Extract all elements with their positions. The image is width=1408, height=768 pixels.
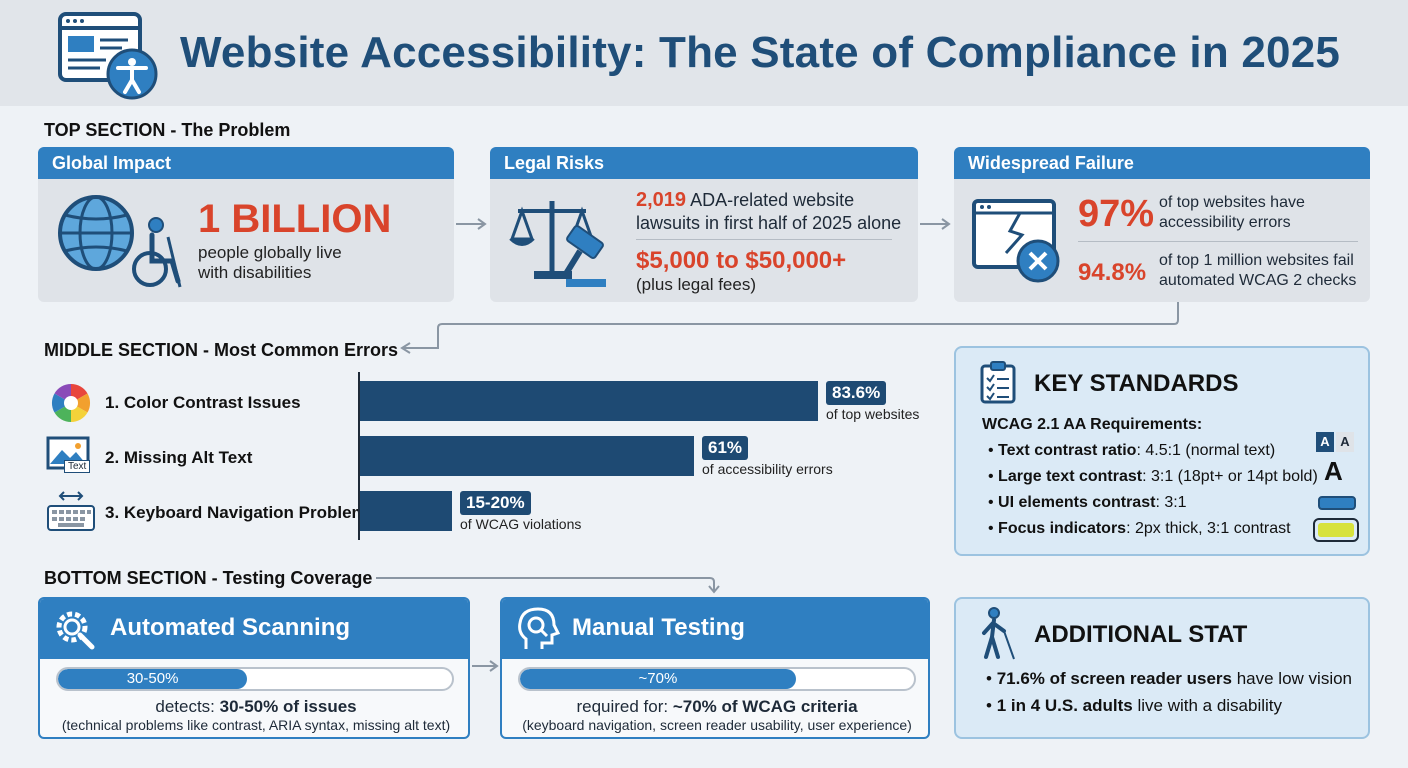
page-title: Website Accessibility: The State of Comp…	[180, 28, 1341, 77]
divider	[636, 239, 892, 240]
bottom-section-label: BOTTOM SECTION - Testing Coverage	[44, 568, 373, 588]
image-alt-text-icon: Text	[46, 436, 94, 476]
middle-section-label: MIDDLE SECTION - Most Common Errors	[44, 340, 399, 360]
connector-arrow	[376, 577, 720, 594]
automated-bold: 30-50% of issues	[219, 697, 357, 716]
error-label-1: 1. Color Contrast Issues	[105, 393, 301, 412]
error-bar-1	[360, 381, 818, 421]
focus-indicator-sample	[1313, 518, 1359, 542]
global-impact-title: Global Impact	[38, 147, 454, 179]
large-text-sample: A	[1324, 456, 1343, 486]
global-impact-card: Global Impact 1 BILLION people globally …	[38, 147, 454, 302]
error-bar-2	[360, 436, 694, 476]
contrast-sample-dark: A	[1316, 432, 1334, 452]
manual-progress-label: ~70%	[638, 670, 678, 687]
broken-website-icon	[972, 199, 1060, 283]
lawsuit-line-2: lawsuits in first half of 2025 alone	[636, 213, 902, 233]
bar-axis	[358, 372, 360, 540]
stat-94-8-line-2: automated WCAG 2 checks	[1159, 272, 1357, 289]
global-impact-desc-2: with disabilities	[198, 263, 312, 282]
top-section-label: TOP SECTION - The Problem	[44, 120, 291, 140]
standards-subtitle: WCAG 2.1 AA Requirements:	[982, 416, 1203, 433]
additional-stat-panel: ADDITIONAL STAT • 71.6% of screen reader…	[954, 597, 1370, 739]
stat-94-8: 94.8%	[1078, 259, 1147, 286]
error-value-3: 15-20%	[460, 491, 531, 515]
alt-icon-text: Text	[64, 460, 91, 473]
manual-prefix: required for:	[576, 697, 673, 716]
person-cane-icon	[982, 607, 1015, 660]
fine-range-note: (plus legal fees)	[636, 275, 757, 294]
stat-97-line-1: of top websites have	[1159, 194, 1305, 211]
additional-row: • 71.6% of screen reader users have low …	[986, 669, 1353, 688]
divider	[1078, 241, 1358, 242]
key-standards-panel: KEY STANDARDS WCAG 2.1 AA Requirements: …	[954, 346, 1370, 556]
arrow-right-icon	[472, 660, 499, 672]
key-standards-title: KEY STANDARDS	[1034, 370, 1239, 397]
lawsuit-count: 2,019	[636, 189, 687, 211]
stat-94-8-line-1: of top 1 million websites fail	[1159, 252, 1354, 269]
error-value-2: 61%	[702, 436, 749, 460]
fine-range: $5,000 to $50,000+	[636, 247, 847, 274]
error-caption-2: of accessibility errors	[702, 461, 833, 477]
automated-progress-label: 30-50%	[126, 670, 179, 687]
globe-wheelchair-icon	[58, 195, 182, 288]
error-label-2: 2. Missing Alt Text	[105, 448, 253, 467]
manual-testing-title: Manual Testing	[572, 614, 745, 641]
standard-row: • Large text contrast: 3:1 (18pt+ or 14p…	[988, 468, 1318, 485]
header-band	[0, 0, 1408, 106]
head-search-icon	[518, 607, 560, 649]
additional-stat-title: ADDITIONAL STAT	[1034, 621, 1248, 648]
standard-row: • UI elements contrast: 3:1	[988, 494, 1187, 511]
manual-note: (keyboard navigation, screen reader usab…	[522, 717, 912, 733]
manual-bold: ~70% of WCAG criteria	[672, 697, 858, 716]
ui-element-sample	[1318, 496, 1356, 510]
arrow-right-icon	[456, 218, 487, 230]
widespread-failure-card: Widespread Failure 97% of top websites h…	[954, 147, 1370, 302]
global-impact-desc-1: people globally live	[198, 243, 342, 262]
automated-scanning-title: Automated Scanning	[110, 614, 351, 641]
error-value-1: 83.6%	[826, 381, 887, 405]
automated-progress-bar: 30-50%	[56, 667, 454, 691]
contrast-sample-light: A	[1336, 432, 1354, 452]
stat-97-line-2: accessibility errors	[1159, 214, 1291, 231]
additional-row: • 1 in 4 U.S. adults live with a disabil…	[986, 696, 1283, 715]
keyboard-icon	[47, 491, 95, 531]
color-wheel-icon	[51, 383, 91, 423]
connector-arrow	[400, 302, 1179, 354]
manual-progress-bar: ~70%	[518, 667, 916, 691]
arrow-right-icon	[920, 218, 951, 230]
error-caption-3: of WCAG violations	[460, 516, 582, 532]
gear-search-icon	[56, 611, 95, 650]
standard-row: • Text contrast ratio: 4.5:1 (normal tex…	[988, 442, 1276, 459]
standard-row: • Focus indicators: 2px thick, 3:1 contr…	[988, 520, 1291, 537]
global-impact-stat: 1 BILLION	[198, 197, 392, 241]
scales-gavel-icon	[509, 201, 606, 287]
automated-prefix: detects:	[155, 697, 220, 716]
automated-note: (technical problems like contrast, ARIA …	[61, 717, 451, 733]
lawsuit-count-text: ADA-related website	[690, 190, 855, 210]
error-bar-3	[360, 491, 452, 531]
error-caption-1: of top websites	[826, 406, 920, 422]
stat-97: 97%	[1078, 193, 1155, 235]
legal-risks-title: Legal Risks	[490, 147, 918, 179]
error-label-3: 3. Keyboard Navigation Problems	[105, 503, 377, 522]
widespread-failure-title: Widespread Failure	[954, 147, 1370, 179]
automated-scanning-card: Automated Scanning 30-50% detects: 30-50…	[38, 597, 470, 739]
accessible-website-icon	[58, 12, 158, 100]
manual-testing-card: Manual Testing ~70% required for: ~70% o…	[500, 597, 930, 739]
legal-risks-card: Legal Risks 2,019 ADA-related website la…	[490, 147, 918, 302]
clipboard-checklist-icon	[980, 361, 1016, 404]
